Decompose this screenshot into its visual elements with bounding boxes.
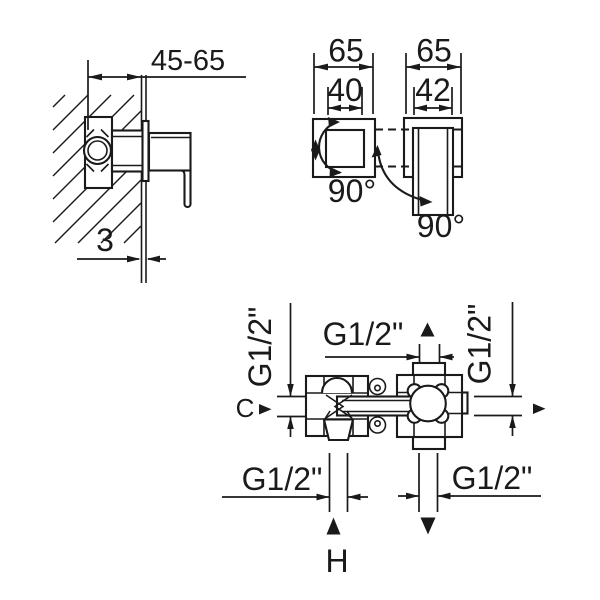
dimension-depth-range: 45-65 (87, 45, 246, 130)
depth-range-label: 45-65 (151, 45, 225, 77)
bottom-port-right (411, 435, 447, 451)
right-plate-width-label: 65 (416, 33, 452, 69)
bottom-left-port-thread-label: G1/2" (242, 461, 323, 497)
left-trim-plate: 90° (311, 117, 376, 209)
screw-hole-top (373, 384, 381, 392)
cartridge-dome (320, 377, 354, 394)
bottom-right-port-thread-label: G1/2" (452, 460, 533, 496)
up-arrow-marker (311, 139, 320, 150)
dimension-bottom-left-port: G1/2" H (222, 453, 368, 579)
dimension-right-65: 65 (405, 33, 462, 114)
arrowhead (509, 384, 516, 397)
left-inner-width-label: 40 (327, 72, 363, 108)
left-inner-square (324, 128, 366, 169)
cartridge-circle-inner (87, 140, 108, 161)
arrowhead (406, 353, 420, 361)
arrowhead (328, 104, 341, 112)
right-rotation-label: 90° (417, 208, 465, 244)
diverter-chevron-left (325, 394, 345, 419)
arrowhead (359, 63, 373, 71)
arrowhead (406, 63, 420, 71)
mounting-bracket (368, 377, 387, 434)
arrowhead (371, 145, 382, 158)
top-port-thread-label: G1/2" (323, 316, 404, 352)
valve-cap (406, 383, 450, 424)
left-plate-width-label: 65 (328, 33, 364, 69)
cold-label: C (236, 393, 255, 423)
arrowhead (349, 104, 362, 112)
right-arrow-marker (533, 403, 546, 414)
dimension-left-65: 65 (313, 33, 374, 114)
arrowhead (447, 63, 461, 71)
handle-width-label: 42 (415, 72, 451, 108)
arrowhead (88, 73, 102, 81)
escutcheon-plate (141, 119, 150, 183)
screw-hole-bottom (373, 419, 381, 427)
handle-front (411, 126, 455, 217)
arrowhead (287, 384, 294, 397)
arrowhead (439, 104, 452, 112)
plan-view: G1/2" C G1/2" G1/2" (222, 302, 546, 579)
valve-neck (110, 129, 145, 173)
arrowhead (414, 104, 427, 112)
dimension-panel-thickness: 3 (77, 222, 166, 263)
dimension-bottom-right-port: G1/2" (398, 453, 541, 535)
diverter-chevron-right (333, 394, 353, 419)
dimension-right-42: 42 (413, 72, 453, 115)
bottom-port-left (322, 418, 355, 442)
left-port-thread-label: G1/2" (242, 307, 278, 388)
arrowhead (314, 63, 328, 71)
handle-base (147, 131, 192, 172)
arrowhead (127, 255, 141, 263)
right-trim-plate: 90° (371, 116, 465, 244)
panel-thickness-label: 3 (96, 222, 114, 258)
dimension-top-port: G1/2" (323, 316, 454, 372)
dimension-left-40: 40 (327, 72, 363, 115)
top-port-right (411, 361, 447, 377)
rotation-arc-right (376, 150, 429, 203)
handle-lever (180, 169, 192, 208)
dimension-left-port: G1/2" C (236, 303, 305, 437)
handle-side (147, 131, 192, 208)
arrowhead (328, 117, 340, 128)
arrowhead (127, 73, 141, 81)
cap-circle (409, 384, 447, 423)
down-arrow-marker (311, 150, 320, 161)
arrowhead (316, 493, 330, 501)
valve-body-side (82, 115, 150, 190)
hot-label: H (325, 543, 348, 579)
right-arrow-marker (259, 404, 272, 415)
front-view: 65 40 65 42 (311, 33, 465, 244)
up-triangle-marker (326, 517, 341, 535)
up-triangle-marker (420, 322, 435, 337)
side-view: 45-65 3 (52, 45, 246, 283)
dimension-right-port: G1/2" (462, 302, 546, 436)
arrowhead (406, 492, 419, 500)
right-port-thread-label: G1/2" (462, 304, 498, 385)
arrowhead (329, 167, 342, 178)
arrowhead (419, 196, 433, 207)
left-rotation-label: 90° (328, 173, 376, 209)
down-triangle-marker (420, 517, 436, 535)
arrowhead (146, 255, 160, 263)
